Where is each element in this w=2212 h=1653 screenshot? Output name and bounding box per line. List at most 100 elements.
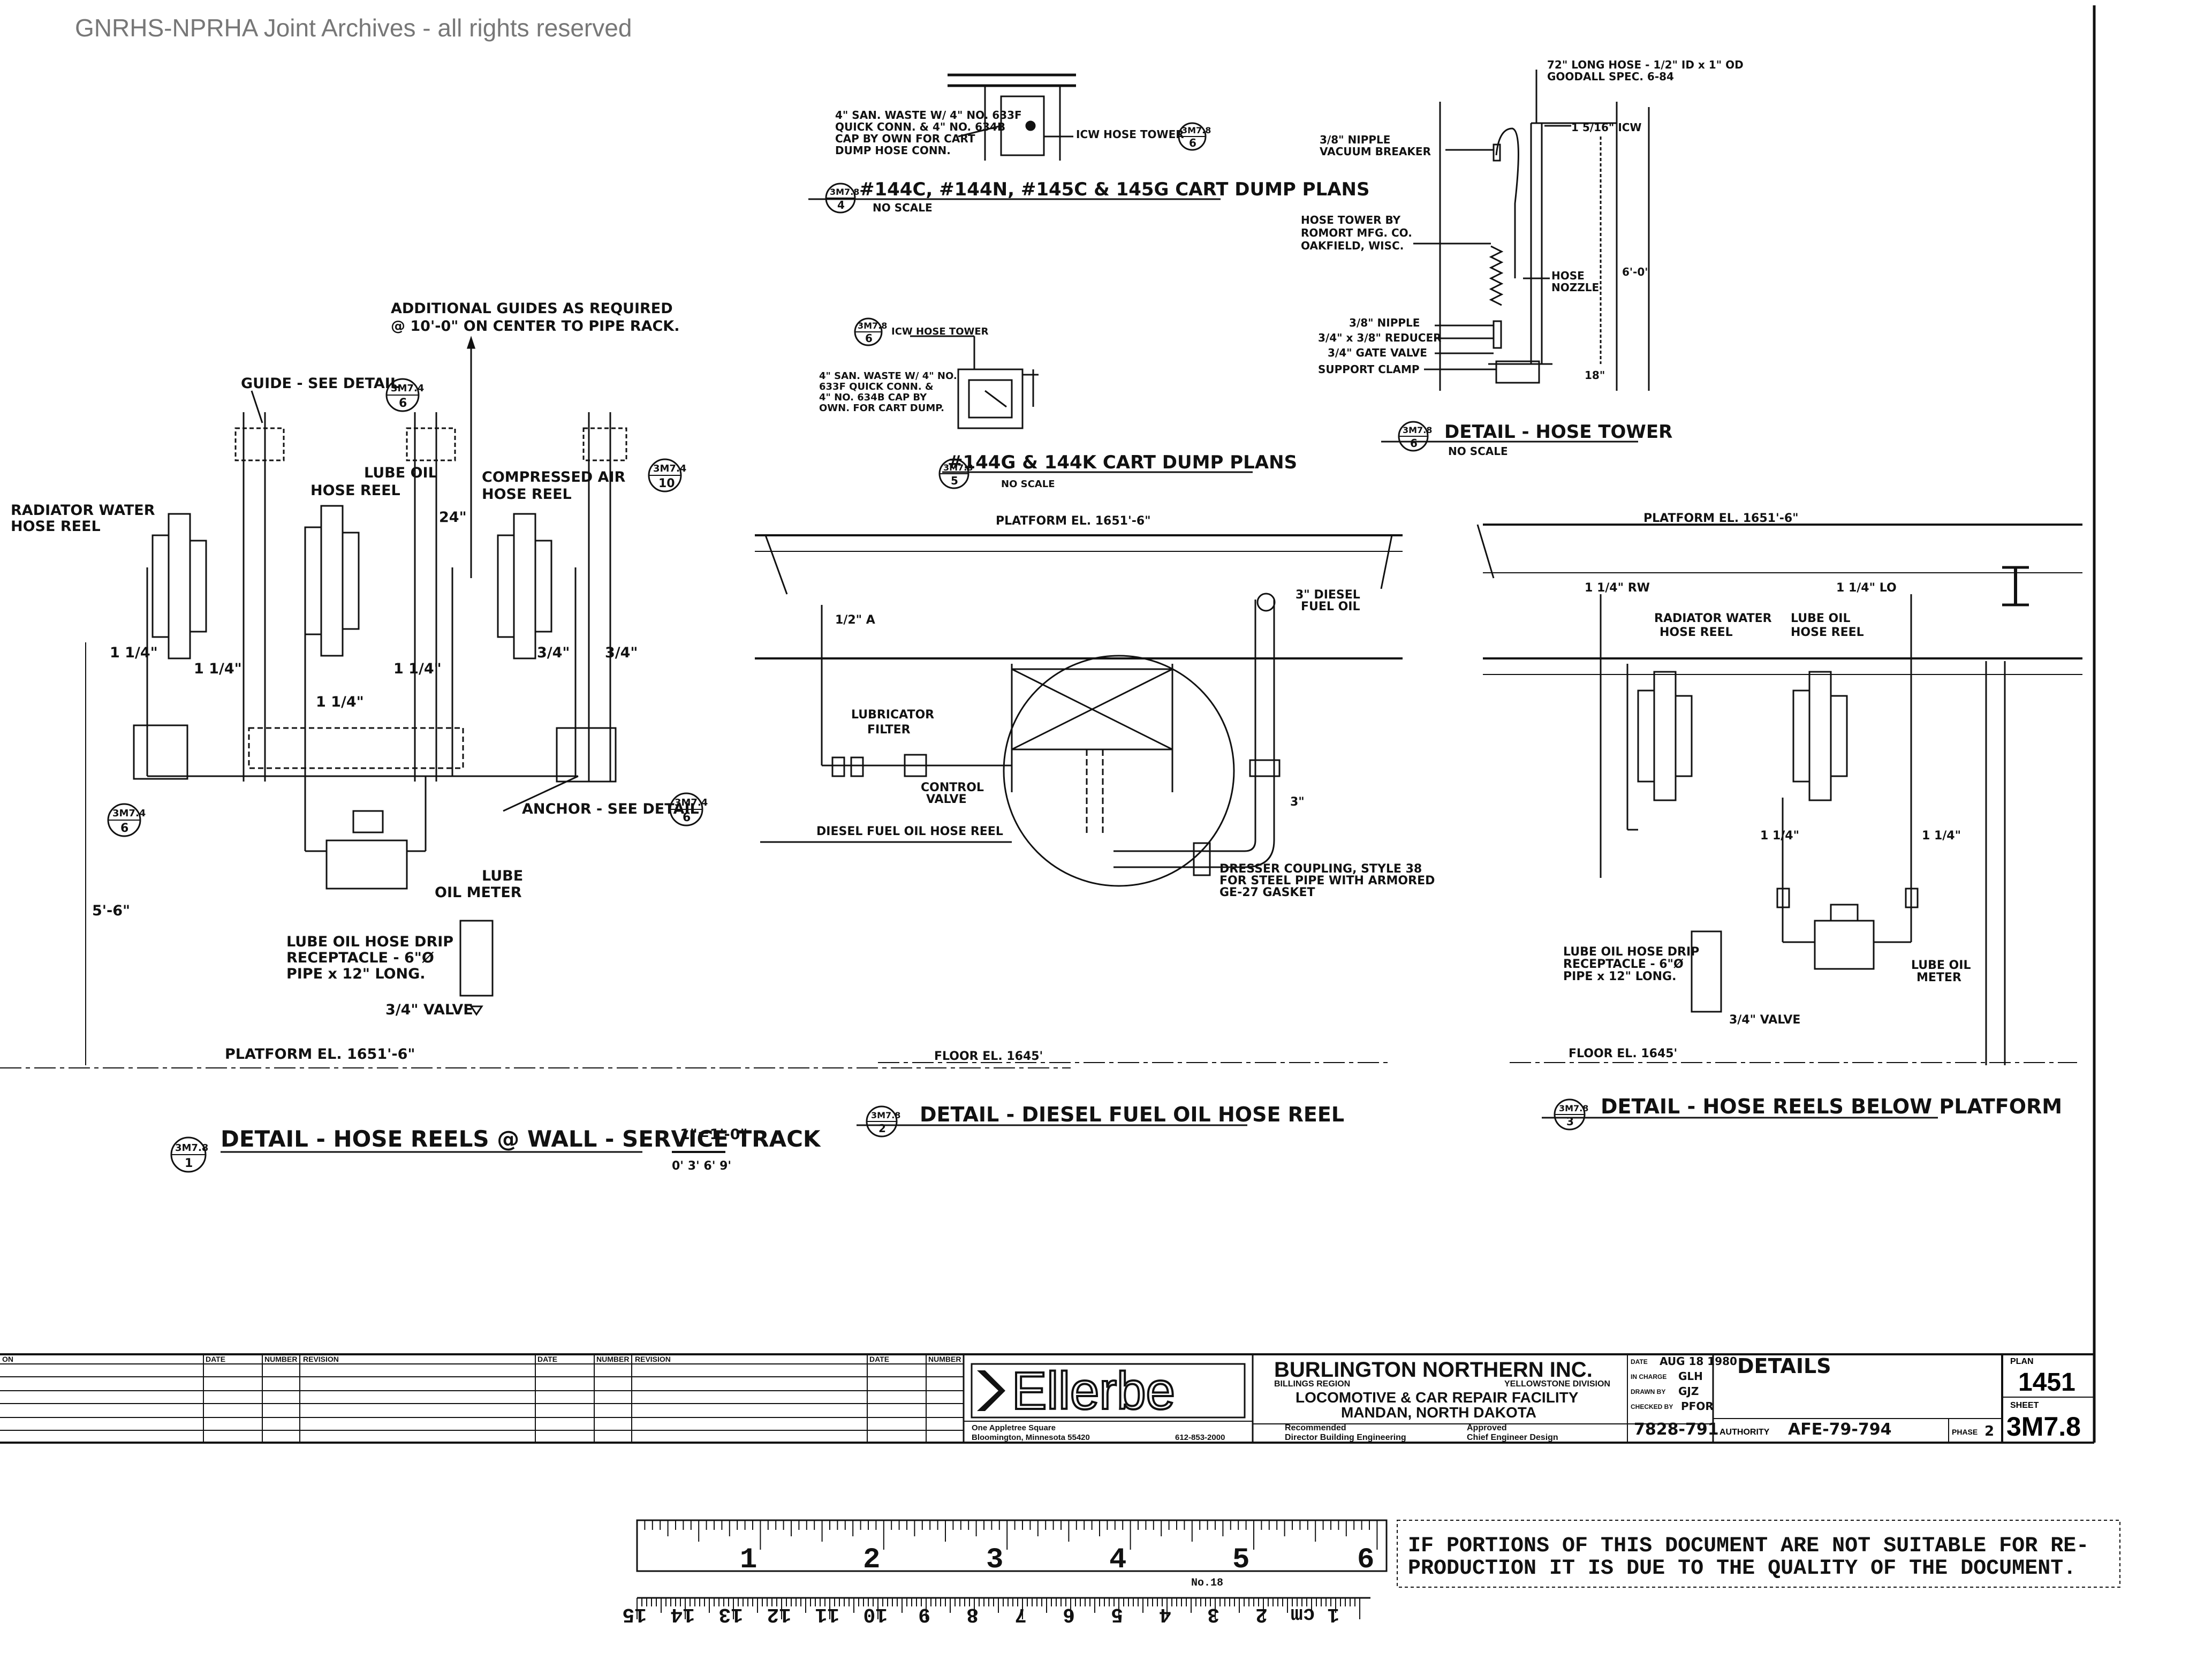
client-region: BILLINGS REGION (1274, 1379, 1350, 1389)
d3-floor: FLOOR EL. 1645' (1569, 1047, 1677, 1060)
d1-note-additional-guides: ADDITIONAL GUIDES AS REQUIRED (391, 300, 673, 317)
d1-note-air-2: HOSE REEL (482, 486, 572, 503)
d3-meter-2: METER (1916, 971, 1961, 984)
d4-ref-top: 3M7.8 (830, 187, 859, 197)
d2-coupling-2: FOR STEEL PIPE WITH ARMORED (1219, 874, 1435, 888)
plan-label: PLAN (2010, 1357, 2034, 1366)
d5-note-4: OWN. FOR CART DUMP. (819, 403, 944, 414)
d6-ref-bottom: 6 (1410, 437, 1418, 450)
d5-scale: NO SCALE (1001, 479, 1055, 490)
d1-note-valve: 3/4" VALVE (385, 1002, 473, 1018)
d1-scale-label: 1"=1'-0" (680, 1126, 748, 1143)
phase-label: PHASE (1952, 1428, 1978, 1436)
d5-note-3: 4" NO. 634B CAP BY (819, 392, 927, 403)
rev-header-date-2: DATE (537, 1355, 557, 1363)
drawn-label: DRAWN BY (1631, 1388, 1665, 1396)
d1-note-guide: GUIDE - SEE DETAIL (241, 375, 399, 392)
rev-header-number-1: NUMBER (264, 1355, 297, 1363)
sheet-title: DETAILS (1737, 1354, 1831, 1378)
d3-ref-bottom: 3 (1566, 1115, 1574, 1128)
d1-dim-114d: 1 1/4" (393, 661, 442, 677)
d3-rw: 1 1/4" RW (1585, 581, 1650, 595)
d1-dim-114a: 1 1/4" (110, 644, 158, 661)
d1-note-lube-meter-1: LUBE (482, 868, 523, 884)
d3-platform: PLATFORM EL. 1651'-6" (1643, 512, 1799, 525)
d6-n-nipple: 3/8" NIPPLE (1349, 316, 1420, 329)
d3-radiator-2: HOSE REEL (1660, 626, 1733, 639)
detail-hose-tower: 72" LONG HOSE - 1/2" ID x 1" OD GOODALL … (1301, 58, 1744, 458)
ruler-mid-label: No.18 (1191, 1577, 1223, 1589)
d6-ref-top: 3M7.8 (1403, 425, 1432, 435)
d6-dim-18: 18" (1585, 369, 1605, 382)
notice-line-2: PRODUCTION IT IS DUE TO THE QUALITY OF T… (1408, 1557, 2076, 1581)
d1-left-ref-top: 3M7.4 (112, 808, 146, 819)
ruler-bot-6: 6 (1063, 1603, 1075, 1626)
d3-lube-2: HOSE REEL (1791, 626, 1864, 639)
ruler-bot-2: 2 (1255, 1603, 1268, 1626)
drawn-value: GJZ (1678, 1385, 1699, 1398)
d4-note-1: 4" SAN. WASTE W/ 4" NO. 633F (835, 109, 1022, 122)
d3-drip-1: LUBE OIL HOSE DRIP (1563, 945, 1699, 959)
d1-guide-ref-bottom: 6 (399, 397, 407, 410)
ruler-bot-13: 13 (718, 1603, 743, 1626)
client-division: YELLOWSTONE DIVISION (1504, 1379, 1610, 1389)
d1-scale-ticks: 0' 3' 6' 9' (672, 1159, 731, 1173)
d6-top-2: GOODALL SPEC. 6-84 (1547, 70, 1674, 83)
d5-note-2: 633F QUICK CONN. & (819, 381, 934, 392)
d6-nipple-2: VACUUM BREAKER (1320, 145, 1431, 158)
rev-header-date-1: DATE (206, 1355, 225, 1363)
ellerbe-logo: Ellerbe (971, 1360, 1246, 1421)
ruler-top-1: 1 (740, 1544, 757, 1576)
d5-tower: ICW HOSE TOWER (891, 326, 989, 337)
d1-note-platform: PLATFORM EL. 1651'-6" (225, 1046, 415, 1063)
d6-title: DETAIL - HOSE TOWER (1444, 421, 1672, 443)
d3-drip-3: PIPE x 12" LONG. (1563, 970, 1676, 983)
reproduction-notice: IF PORTIONS OF THIS DOCUMENT ARE NOT SUI… (1397, 1520, 2120, 1588)
project-line-2: MANDAN, NORTH DAKOTA (1341, 1404, 1536, 1421)
d2-floor: FLOOR EL. 1645' (934, 1050, 1043, 1063)
d4-tower-ref-top: 3M7.8 (1181, 125, 1211, 135)
d3-dim-a: 1 1/4" (1760, 829, 1799, 843)
d4-tower: ICW HOSE TOWER (1076, 128, 1184, 141)
sheet-label: SHEET (2010, 1401, 2039, 1410)
ruler-bot-12: 12 (767, 1603, 791, 1626)
firm-addr-2: Bloomington, Minnesota 55420 (972, 1433, 1090, 1442)
d6-nozzle-1: HOSE (1551, 269, 1585, 282)
d1-dim-34a: 3/4" (537, 644, 570, 661)
plan-value: 1451 (2018, 1368, 2075, 1397)
rev-header-revision-2: REVISION (635, 1355, 671, 1363)
ruler: 1 2 3 4 5 6 No.18 15 14 13 12 11 10 9 8 … (622, 1519, 1388, 1626)
d1-note-air-1: COMPRESSED AIR (482, 469, 626, 486)
detail-diesel-fuel-oil-hose-reel: PLATFORM EL. 1651'-6" 1/2" A LUBRICATOR … (755, 514, 1435, 1138)
d2-diesel-1: 3" DIESEL (1296, 588, 1360, 602)
title-block: ON DATE NUMBER REVISION DATE NUMBER REVI… (0, 1353, 2094, 1443)
job-number: 7828-791 (1634, 1420, 1719, 1439)
detail-cart-dump-plans-b: ICW HOSE TOWER 4" SAN. WASTE W/ 4" NO. 6… (819, 317, 1297, 490)
d6-n-gate: 3/4" GATE VALVE (1328, 346, 1427, 359)
d2-dim-3: 3" (1290, 795, 1305, 809)
ruler-bot-1: 1 cm (1291, 1603, 1339, 1626)
sheet-value: 3M7.8 (2006, 1412, 2081, 1442)
d4-ref-bottom: 4 (837, 199, 845, 211)
charge-value: GLH (1678, 1370, 1703, 1383)
authority-value: AFE-79-794 (1788, 1420, 1891, 1439)
d2-control-1: CONTROL (921, 781, 984, 794)
date-value: AUG 18 1980 (1660, 1355, 1737, 1368)
d6-nozzle-2: NOZZLE (1551, 281, 1599, 294)
d2-ref-bottom: 2 (878, 1122, 886, 1135)
d6-n-clamp: SUPPORT CLAMP (1318, 363, 1420, 376)
rev-header-number-3: NUMBER (928, 1355, 961, 1363)
rev-header-revision-1: REVISION (303, 1355, 339, 1363)
d6-scale: NO SCALE (1448, 445, 1508, 458)
d2-ref-top: 3M7.8 (871, 1110, 900, 1120)
checked-value: PFOR (1681, 1400, 1714, 1413)
rec-label: Recommended (1285, 1423, 1346, 1432)
d1-dim-114c: 1 1/4" (316, 694, 364, 710)
d3-lube-1: LUBE OIL (1791, 612, 1850, 625)
d3-valve: 3/4" VALVE (1729, 1013, 1800, 1027)
ruler-top-6: 6 (1357, 1544, 1374, 1576)
d1-dim-24: 24" (439, 509, 467, 526)
d1-note-lube-1: LUBE OIL (364, 465, 437, 481)
watermark: GNRHS-NPRHA Joint Archives - all rights … (75, 14, 632, 42)
